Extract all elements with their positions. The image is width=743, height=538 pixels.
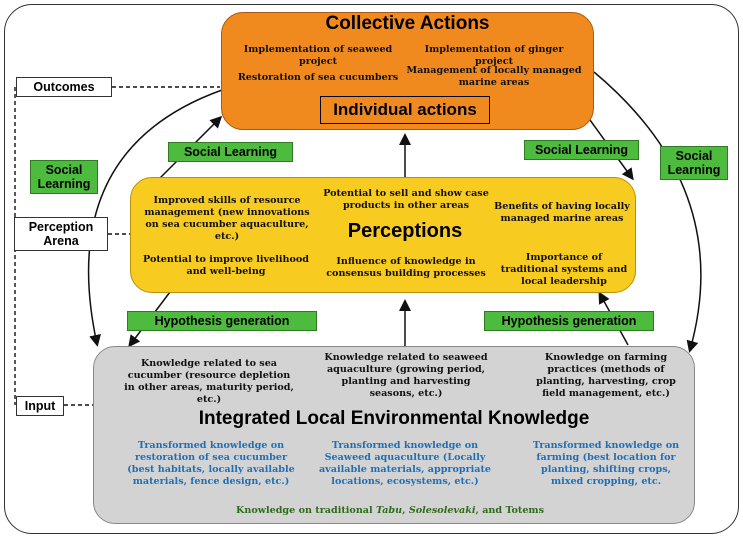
perception-item-marine-areas: Benefits of having locally managed marin… xyxy=(494,201,630,224)
perception-arena-label: Perception Arena xyxy=(14,217,108,251)
perceptions-title: Perceptions xyxy=(347,220,463,242)
social-learning-right: Social Learning xyxy=(660,146,728,180)
footer-tabu: Tabu xyxy=(376,505,403,516)
collective-actions-title: Collective Actions xyxy=(325,13,490,34)
footer-separator: , xyxy=(402,505,409,516)
individual-actions-box: Individual actions xyxy=(320,96,490,124)
knowledge-box xyxy=(93,346,695,524)
collective-item-marine-areas: Management of locally managed marine are… xyxy=(406,65,582,88)
outcomes-label: Outcomes xyxy=(16,77,112,97)
transformed-sea-cucumber: Transformed knowledge on restoration of … xyxy=(127,440,295,487)
collective-item-ginger: Implementation of ginger project xyxy=(424,44,564,67)
social-learning-center-right: Social Learning xyxy=(524,140,639,160)
perception-item-consensus: Influence of knowledge in consensus buil… xyxy=(326,256,486,279)
perception-item-traditional: Importance of traditional systems and lo… xyxy=(500,252,628,287)
transformed-farming: Transformed knowledge on farming (best l… xyxy=(532,440,680,487)
social-learning-left: Social Learning xyxy=(30,160,98,194)
footer-solesolevaki: Solesolevaki xyxy=(408,505,476,516)
hypothesis-generation-right: Hypothesis generation xyxy=(484,311,654,331)
outer-frame xyxy=(4,4,739,534)
footer-text-start: Knowledge on traditional xyxy=(236,505,376,516)
collective-item-sea-cucumber: Restoration of sea cucumbers xyxy=(237,72,399,83)
knowledge-item-sea-cucumber: Knowledge related to sea cucumber (resou… xyxy=(124,358,294,405)
knowledge-title: Integrated Local Environmental Knowledge xyxy=(198,408,590,429)
traditional-knowledge-footer: Knowledge on traditional Tabu, Solesolev… xyxy=(150,505,630,516)
footer-text-end: , and Totems xyxy=(475,505,544,516)
social-learning-center-left: Social Learning xyxy=(168,142,293,162)
hypothesis-generation-left: Hypothesis generation xyxy=(127,311,317,331)
collective-item-seaweed: Implementation of seaweed project xyxy=(243,44,393,67)
knowledge-item-seaweed: Knowledge related to seaweed aquaculture… xyxy=(324,352,488,399)
perception-item-sell: Potential to sell and show case products… xyxy=(323,188,489,211)
perception-item-skills: Improved skills of resource management (… xyxy=(144,195,310,242)
perceptions-box xyxy=(130,177,636,293)
transformed-seaweed: Transformed knowledge on Seaweed aquacul… xyxy=(318,440,492,487)
input-label: Input xyxy=(16,396,64,416)
perception-item-livelihood: Potential to improve livelihood and well… xyxy=(142,254,310,277)
knowledge-item-farming: Knowledge on farming practices (methods … xyxy=(536,352,676,399)
